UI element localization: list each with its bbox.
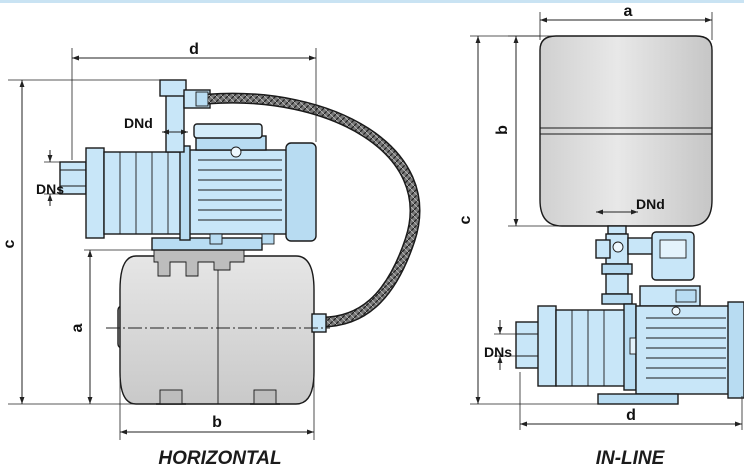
horizontal-dim-b: b xyxy=(212,414,222,431)
inline-dn-discharge: DNd xyxy=(636,196,665,212)
horizontal-base xyxy=(151,237,263,251)
inline-dn-suction: DNs xyxy=(484,344,512,360)
horizontal-caption: HORIZONTAL xyxy=(158,448,281,469)
inline-dim-b: b xyxy=(494,125,511,135)
horizontal-dim-c: c xyxy=(1,239,18,248)
inline-dim-a: a xyxy=(624,3,633,20)
horizontal-tank xyxy=(117,247,315,405)
inline-motor xyxy=(597,301,744,405)
horizontal-dn-suction: DNs xyxy=(36,181,64,197)
horizontal-unit: d c a b DNd DNs HORIZONTAL xyxy=(1,41,421,469)
horizontal-dim-d: d xyxy=(189,41,199,58)
horizontal-motor xyxy=(187,123,317,245)
inline-dim-c: c xyxy=(457,215,474,224)
inline-unit: a b c d DNd DNs IN-LINE xyxy=(457,3,744,469)
top-band xyxy=(0,0,744,3)
horizontal-dn-discharge: DNd xyxy=(124,115,153,131)
inline-dim-d: d xyxy=(626,407,636,424)
inline-tank xyxy=(539,35,713,235)
inline-connector xyxy=(595,231,701,307)
inline-caption: IN-LINE xyxy=(596,448,666,469)
horizontal-dim-a: a xyxy=(69,323,86,332)
horizontal-pump-body xyxy=(59,145,191,241)
inline-pump-body xyxy=(515,303,639,391)
